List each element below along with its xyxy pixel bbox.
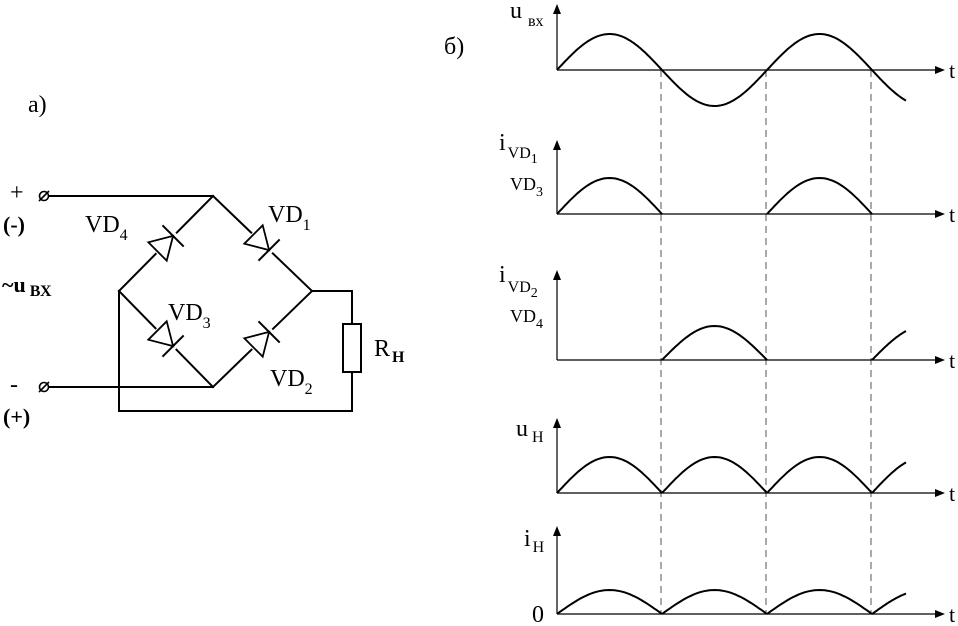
waveform-half-wave — [871, 461, 907, 494]
vertical-axis-arrow — [553, 418, 561, 428]
label-i-vd13-second: VD3 — [510, 174, 543, 200]
waveform-half-wave — [871, 330, 907, 361]
terminal-bottom — [38, 381, 50, 393]
vertical-axis-arrow — [553, 270, 561, 280]
waveform-half-wave — [661, 588, 768, 615]
waveform-half-wave — [661, 455, 768, 494]
time-axis-label: t — [949, 202, 955, 227]
waveform-half-wave — [766, 588, 873, 615]
terminal-top-sign: + — [10, 180, 24, 206]
label-vd3: VD3 — [168, 300, 211, 332]
waveform — [556, 33, 907, 107]
terminal-bottom-alt-sign: (+) — [3, 404, 30, 429]
label-vd4: VD4 — [85, 212, 128, 244]
panel-b-label: б) — [444, 34, 464, 60]
panel-a-label: а) — [28, 92, 47, 118]
terminal-top-alt-sign: (-) — [3, 212, 25, 237]
waveform-half-wave — [556, 176, 663, 215]
trace-load-current: t — [553, 526, 955, 626]
label-i-vd24-second: VD4 — [510, 306, 543, 332]
vertical-axis-arrow — [553, 140, 561, 150]
waveform-half-wave — [766, 455, 873, 494]
sync-lines — [660, 70, 872, 614]
waveform-half-wave — [766, 176, 873, 215]
time-axis-arrow — [935, 489, 945, 497]
time-axis-label: t — [949, 481, 955, 506]
terminal-top — [38, 190, 50, 202]
trace-current-vd2-vd4: t — [553, 270, 955, 373]
load-resistor — [342, 323, 362, 373]
trace-current-vd1-vd3: t — [553, 140, 955, 227]
vertical-axis-arrow — [553, 4, 561, 14]
vertical-axis-arrow — [553, 526, 561, 536]
waveform-half-wave — [556, 455, 663, 494]
zero-label: 0 — [532, 602, 544, 626]
waveform-half-wave — [661, 324, 768, 361]
time-axis-arrow — [935, 210, 945, 218]
terminal-bottom-sign: - — [10, 372, 18, 398]
label-vd2: VD2 — [270, 366, 313, 398]
waveform-half-wave — [871, 592, 907, 615]
time-axis-arrow — [935, 610, 945, 618]
waveform-half-wave — [556, 588, 663, 615]
trace-input-voltage: t — [553, 4, 955, 107]
time-axis-label: t — [949, 58, 955, 83]
time-axis-arrow — [935, 356, 945, 364]
trace-load-voltage: t — [553, 418, 955, 506]
diode-vd4 — [146, 223, 186, 263]
time-axis-label: t — [949, 602, 955, 626]
time-axis-arrow — [935, 66, 945, 74]
time-axis-label: t — [949, 348, 955, 373]
label-vd1: VD1 — [268, 202, 311, 234]
